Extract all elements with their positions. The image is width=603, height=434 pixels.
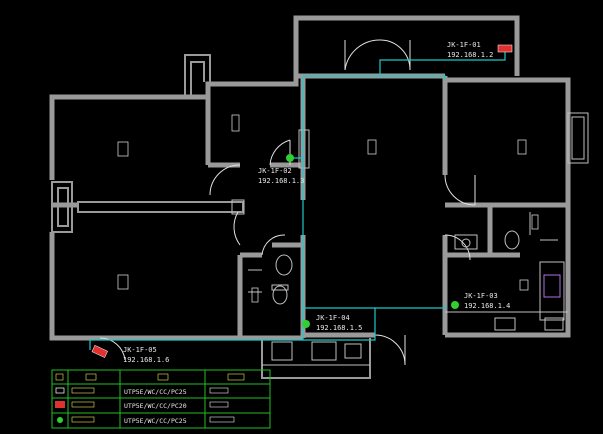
legend-row-icon	[55, 387, 65, 394]
legend-cable-spec: UTP5E/WC/CC/PC20	[124, 402, 187, 410]
legend-remark-mark	[209, 416, 235, 423]
ap-id-label: JK-1F-01	[447, 41, 481, 49]
room-label-bath-2	[531, 214, 539, 230]
room-label-living	[367, 139, 377, 155]
legend-desc-mark	[71, 387, 95, 394]
legend-remark-mark	[209, 387, 229, 394]
fixtures	[248, 212, 568, 331]
room-label-bath-1	[251, 287, 259, 303]
ap-id-label: JK-1F-04	[316, 314, 350, 322]
ap-id-label: JK-1F-02	[258, 167, 292, 175]
wifi-ap-icon[interactable]	[286, 154, 294, 162]
legend-header-mark	[85, 373, 97, 381]
ap-ip-label: 192.168.1.3	[258, 177, 304, 185]
legend-header-mark	[55, 373, 64, 381]
ap-id-label: JK-1F-03	[464, 292, 498, 300]
ap-labels: JK-1F-01 192.168.1.2 JK-1F-02 192.168.1.…	[123, 41, 510, 364]
legend-cable-spec: UTP5E/WC/CC/PC25	[124, 417, 187, 425]
doors	[99, 39, 476, 366]
access-point-markers	[91, 44, 513, 358]
wifi-ap-icon	[57, 417, 63, 423]
legend-desc-mark	[71, 416, 95, 423]
legend-header-mark	[227, 373, 245, 381]
ap-ip-label: 192.168.1.6	[123, 356, 169, 364]
wifi-ap-icon[interactable]	[302, 320, 310, 328]
ap-ip-label: 192.168.1.2	[447, 51, 493, 59]
wall-ap-icon[interactable]	[91, 344, 108, 358]
ap-ip-label: 192.168.1.4	[464, 302, 510, 310]
network-cables	[89, 48, 506, 350]
legend-table: UTP5E/WC/CC/PC25 UTP5E/WC/CC/PC20 UTP5E/…	[51, 369, 271, 429]
room-label-bedroom-2	[117, 274, 129, 290]
legend-header-mark	[157, 373, 169, 381]
room-labels	[117, 114, 539, 303]
legend-remark-mark	[209, 401, 229, 408]
room-label-study	[231, 114, 240, 132]
room-label-kitchen	[519, 279, 529, 291]
wall-ap-icon[interactable]	[497, 44, 513, 53]
ap-ip-label: 192.168.1.5	[316, 324, 362, 332]
wifi-ap-icon[interactable]	[451, 301, 459, 309]
legend-cable-spec: UTP5E/WC/CC/PC25	[124, 388, 187, 396]
room-label-bedroom-3	[517, 139, 527, 155]
room-label-bedroom-1	[117, 141, 129, 157]
wall-ap-icon	[55, 401, 65, 408]
ap-id-label: JK-1F-05	[123, 346, 157, 354]
legend-desc-mark	[71, 401, 95, 408]
